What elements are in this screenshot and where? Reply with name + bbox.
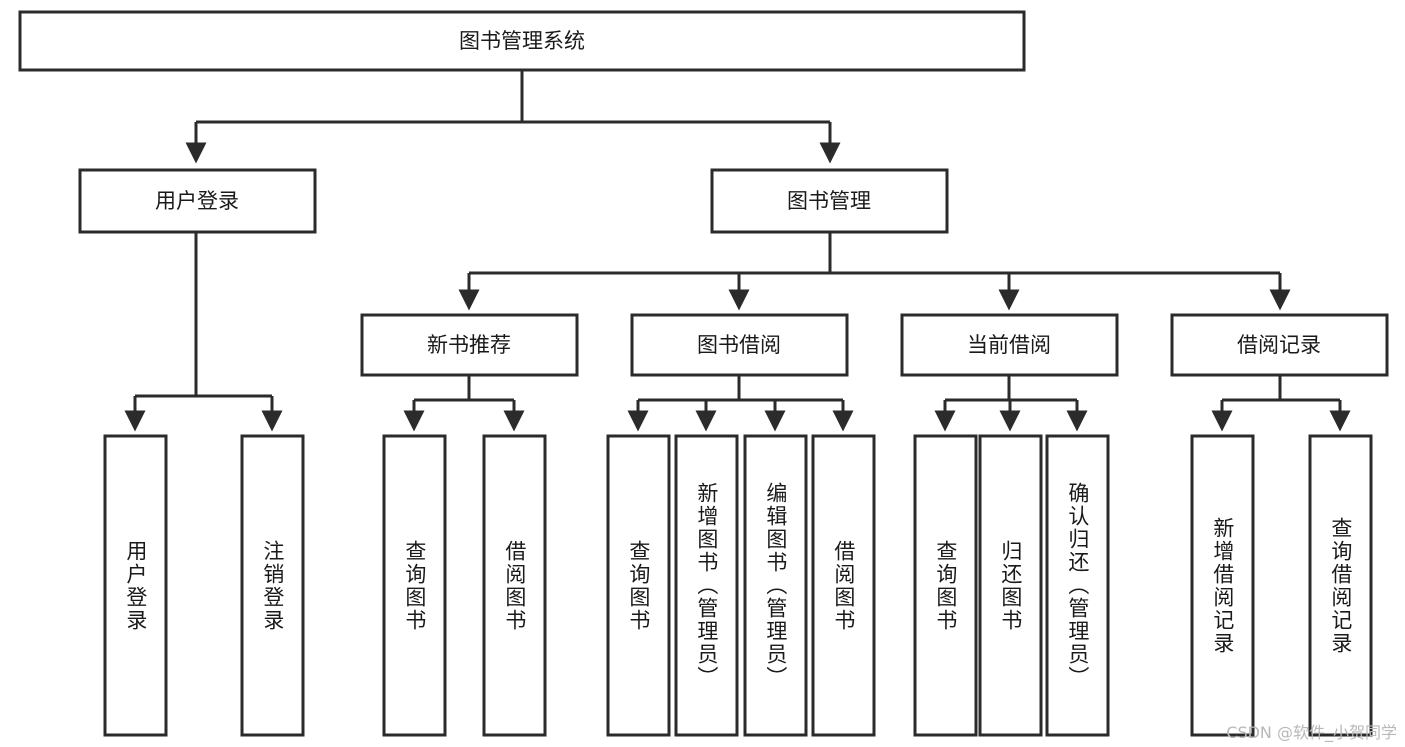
connector-current-borrow-to-leaves: [934, 375, 1088, 432]
leaf-label: 查询图书: [933, 539, 958, 632]
node-borrow-record[interactable]: 借阅记录: [1170, 313, 1389, 377]
leaf-current-borrow-confirm[interactable]: 确认归还（管理员）: [1045, 434, 1110, 737]
leaf-label: 注销登录: [260, 539, 285, 632]
leaf-book-borrow-query[interactable]: 查询图书: [606, 434, 671, 737]
node-borrow-record-label: 借阅记录: [1237, 333, 1321, 357]
node-current-borrow-label: 当前借阅: [967, 333, 1051, 357]
leaf-new-book-query[interactable]: 查询图书: [382, 434, 447, 737]
leaf-label: 新增图书（管理员）: [694, 482, 719, 689]
leaf-label: 编辑图书（管理员）: [763, 482, 788, 689]
node-book-borrow-label: 图书借阅: [697, 333, 781, 357]
leaf-user-login-login[interactable]: 用户登录: [103, 434, 168, 737]
leaf-borrow-record-add[interactable]: 新增借阅记录: [1190, 434, 1255, 737]
node-root[interactable]: 图书管理系统: [18, 10, 1026, 72]
connector-book-manage-to-level3: [458, 232, 1291, 311]
leaf-current-borrow-query[interactable]: 查询图书: [913, 434, 978, 737]
leaf-borrow-record-query[interactable]: 查询借阅记录: [1308, 434, 1373, 737]
leaf-label: 查询图书: [626, 539, 651, 632]
leaf-label: 查询借阅记录: [1328, 516, 1353, 655]
leaf-label: 借阅图书: [502, 539, 527, 632]
node-new-book-recommend-label: 新书推荐: [427, 333, 511, 357]
connector-new-book-to-leaves: [403, 375, 525, 432]
connector-borrow-record-to-leaves: [1211, 375, 1351, 432]
leaf-current-borrow-return[interactable]: 归还图书: [978, 434, 1043, 737]
connector-user-login-to-leaves: [124, 232, 283, 432]
leaf-book-borrow-add[interactable]: 新增图书（管理员）: [674, 434, 739, 737]
leaf-label: 归还图书: [998, 539, 1023, 632]
leaf-label: 用户登录: [123, 539, 148, 632]
leaf-label: 借阅图书: [831, 539, 856, 632]
leaf-label: 新增借阅记录: [1210, 516, 1235, 655]
node-user-login-label: 用户登录: [155, 189, 239, 213]
leaf-user-login-logout[interactable]: 注销登录: [240, 434, 305, 737]
node-book-manage[interactable]: 图书管理: [710, 168, 949, 234]
connector-book-borrow-to-leaves: [627, 375, 854, 432]
node-root-label: 图书管理系统: [459, 29, 585, 53]
leaf-book-borrow-edit[interactable]: 编辑图书（管理员）: [743, 434, 808, 737]
leaf-new-book-borrow[interactable]: 借阅图书: [482, 434, 547, 737]
node-current-borrow[interactable]: 当前借阅: [900, 313, 1119, 377]
connector-root-to-level2: [185, 70, 841, 164]
node-book-manage-label: 图书管理: [787, 189, 871, 213]
leaf-label: 查询图书: [402, 539, 427, 632]
leaf-label: 确认归还（管理员）: [1065, 482, 1090, 689]
leaf-book-borrow-borrow[interactable]: 借阅图书: [811, 434, 876, 737]
node-book-borrow[interactable]: 图书借阅: [630, 313, 849, 377]
node-user-login[interactable]: 用户登录: [78, 168, 317, 234]
node-new-book-recommend[interactable]: 新书推荐: [360, 313, 579, 377]
